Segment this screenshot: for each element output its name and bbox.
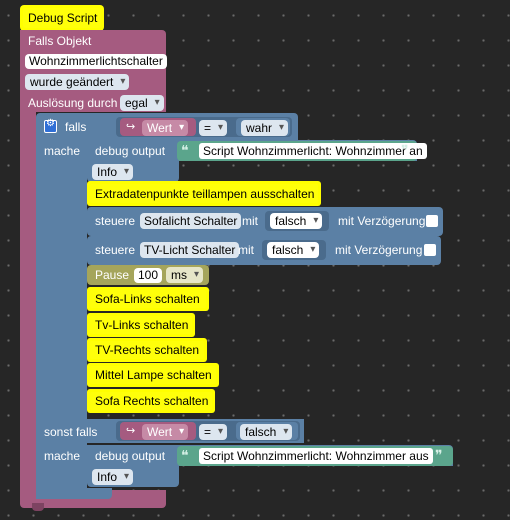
debug-output-1-text: Script Wohnzimmerlicht: Wohnzimmer an (199, 143, 427, 159)
comment-4-text: Mittel Lampe schalten (95, 368, 212, 382)
steuere-2-delay-checkbox[interactable] (424, 244, 436, 256)
debug-output-2-string[interactable]: ❝ Script Wohnzimmerlicht: Wohnzimmer aus… (177, 446, 453, 466)
quote-close-icon: ❞ (401, 143, 409, 159)
falls-objekt-label: Falls Objekt (28, 34, 92, 48)
comment-4-block[interactable]: Mittel Lampe schalten (90, 366, 216, 384)
steuere-2-value: falsch (272, 243, 304, 257)
steuere-1-device[interactable]: Sofalicht Schalter (140, 213, 242, 229)
comment-extra-text: Extradatenpunkte teillampen ausschalten (95, 187, 315, 201)
debug-script-block[interactable]: Debug Script (23, 8, 101, 28)
trigger-type-dropdown[interactable]: wurde geändert (25, 74, 130, 90)
pause-unit-dropdown[interactable]: ms (166, 267, 203, 283)
falls-label: falls (65, 120, 87, 134)
comment-5-block[interactable]: Sofa Rechts schalten (90, 392, 212, 410)
trigger-block-shadow (32, 503, 44, 511)
steuere-1-delay-checkbox[interactable] (426, 215, 438, 227)
steuere-2-device[interactable]: TV-Licht Schalter (140, 242, 240, 258)
steuere-1-label: steuere (95, 214, 136, 228)
ausloesung-value: egal (125, 96, 148, 110)
variable-2-icon: ↪ (126, 425, 136, 437)
comment-1-block[interactable]: Sofa-Links schalten (90, 290, 206, 308)
quote-open-icon: ❝ (181, 143, 189, 159)
pause-label: Pause (95, 268, 130, 282)
debug-output-1-level-value: Info (97, 165, 118, 179)
variable-1-dropdown[interactable]: Wert (142, 120, 189, 136)
comment-2-text: Tv-Links schalten (95, 318, 189, 332)
value-1-text: wahr (246, 121, 273, 135)
steuere-2-mit: mit (238, 243, 254, 257)
steuere-2-value-dropdown[interactable]: falsch (267, 242, 320, 258)
variable-2-name: Wert (147, 425, 173, 439)
operator-1-value: = (204, 121, 212, 135)
variable-1-name: Wert (147, 121, 173, 135)
ausloesung-label: Auslösung durch (28, 96, 118, 110)
mache-1-label: mache (44, 144, 81, 158)
debug-output-1-level[interactable]: Info (92, 164, 134, 180)
debug-output-2-level[interactable]: Info (92, 469, 134, 485)
if-block-spine (36, 139, 87, 499)
comment-3-block[interactable]: TV-Rechts schalten (90, 341, 204, 359)
if-block-footer (36, 488, 112, 499)
mache-2-label: mache (44, 449, 81, 463)
pause-value-field[interactable]: 100 (134, 268, 163, 283)
comment-1-text: Sofa-Links schalten (95, 292, 200, 306)
steuere-1-mit: mit (242, 214, 258, 228)
steuere-1-value: falsch (275, 214, 307, 228)
comment-2-block[interactable]: Tv-Links schalten (90, 316, 192, 334)
gear-icon[interactable] (44, 118, 57, 133)
object-name-field[interactable]: Wohnzimmerlichtschalter (25, 54, 167, 69)
value-1-dropdown[interactable]: wahr (241, 120, 289, 136)
debug-output-1-string[interactable]: ❝ Script Wohnzimmerlicht: Wohnzimmer an … (177, 141, 427, 161)
value-2-text: falsch (245, 425, 277, 439)
steuere-1-value-dropdown[interactable]: falsch (270, 213, 323, 229)
operator-2-dropdown[interactable]: = (199, 424, 228, 440)
debug-script-label: Debug Script (28, 11, 98, 25)
trigger-type-value: wurde geändert (30, 75, 114, 89)
quote-close-icon: ❞ (435, 448, 443, 464)
operator-2-value: = (204, 425, 212, 439)
steuere-2-label: steuere (95, 243, 136, 257)
trigger-block-spine (20, 111, 36, 503)
steuere-2-delay-label: mit Verzögerung (335, 243, 423, 257)
sonst-falls-label: sonst falls (44, 425, 98, 439)
comment-5-text: Sofa Rechts schalten (95, 394, 209, 408)
ausloesung-dropdown[interactable]: egal (120, 95, 164, 111)
variable-2-dropdown[interactable]: Wert (142, 424, 189, 440)
operator-1-dropdown[interactable]: = (199, 120, 228, 136)
pause-unit-value: ms (171, 268, 187, 282)
comment-extra-block[interactable]: Extradatenpunkte teillampen ausschalten (90, 184, 318, 203)
debug-output-2-level-value: Info (97, 470, 118, 484)
steuere-1-delay-label: mit Verzögerung (338, 214, 426, 228)
variable-1-icon: ↪ (126, 121, 136, 133)
debug-output-2-label: debug output (95, 449, 166, 463)
value-2-dropdown[interactable]: falsch (240, 424, 293, 440)
quote-open-icon: ❝ (181, 448, 189, 464)
debug-output-1-label: debug output (95, 144, 166, 158)
debug-output-2-text: Script Wohnzimmerlicht: Wohnzimmer aus (199, 448, 433, 464)
comment-3-text: TV-Rechts schalten (95, 343, 200, 357)
